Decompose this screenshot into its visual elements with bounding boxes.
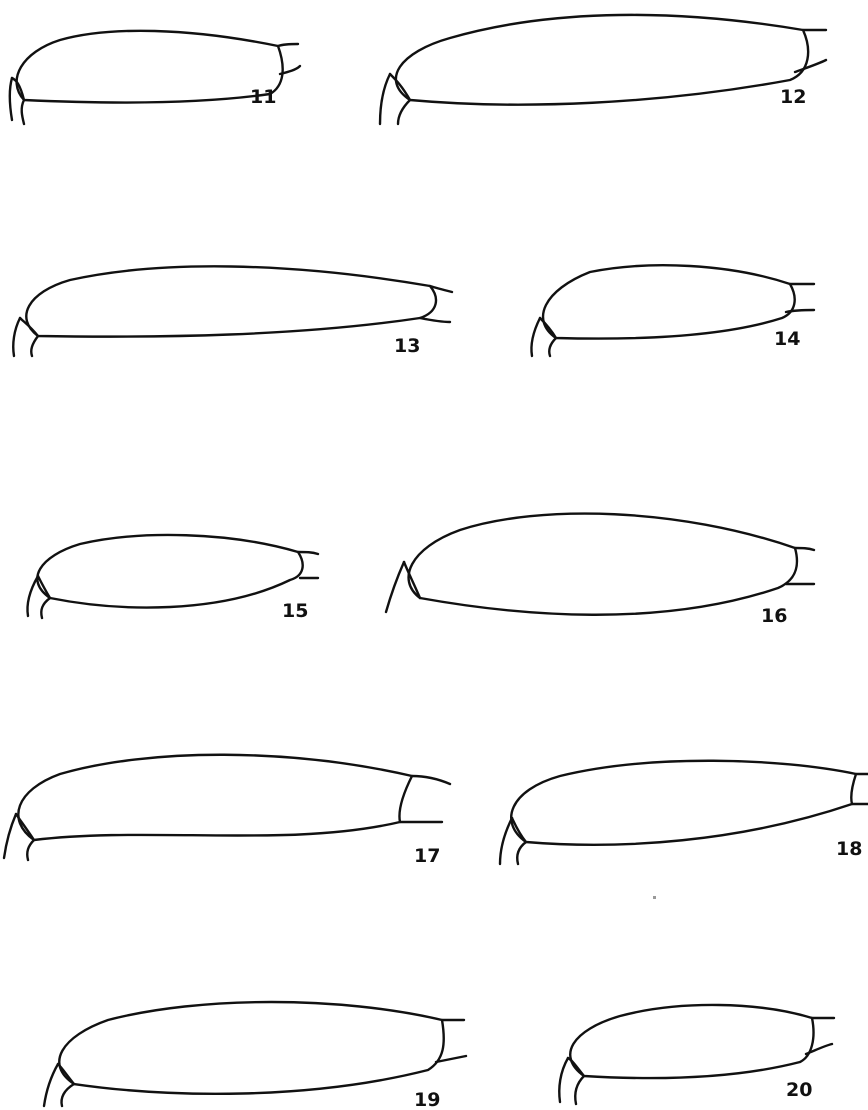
figure-label-18: 18 [836,838,862,860]
figure-18: 18 [498,759,868,866]
leg-segment-outline-icon [378,13,828,126]
figure-15: 15 [26,533,320,622]
figure-11: 11 [8,29,302,126]
leg-segment-outline-icon [384,512,816,616]
leg-segment-outline-icon [530,264,816,358]
figure-14: 14 [530,264,816,358]
figure-label-19: 19 [414,1089,440,1110]
speck-mark [653,896,656,899]
figure-19: 19 [42,1000,468,1110]
leg-segment-outline-icon [26,533,320,620]
figure-17: 17 [2,753,452,867]
figure-label-11: 11 [250,86,276,108]
figure-label-16: 16 [761,605,787,627]
leg-segment-outline-icon [558,1003,836,1106]
leg-segment-outline-icon [498,759,868,866]
figure-label-20: 20 [786,1079,812,1101]
figure-20: 20 [558,1003,836,1106]
leg-segment-outline-icon [2,753,452,862]
figure-label-14: 14 [774,328,800,350]
leg-segment-outline-icon [42,1000,468,1108]
figure-16: 16 [384,512,816,627]
leg-segment-outline-icon [8,29,302,126]
figure-label-13: 13 [394,335,420,357]
figure-12: 12 [378,13,828,126]
figure-label-12: 12 [780,86,806,108]
figure-label-17: 17 [414,845,440,867]
figure-13: 13 [12,265,454,358]
leg-segment-outline-icon [12,265,454,358]
figure-label-15: 15 [282,600,308,622]
